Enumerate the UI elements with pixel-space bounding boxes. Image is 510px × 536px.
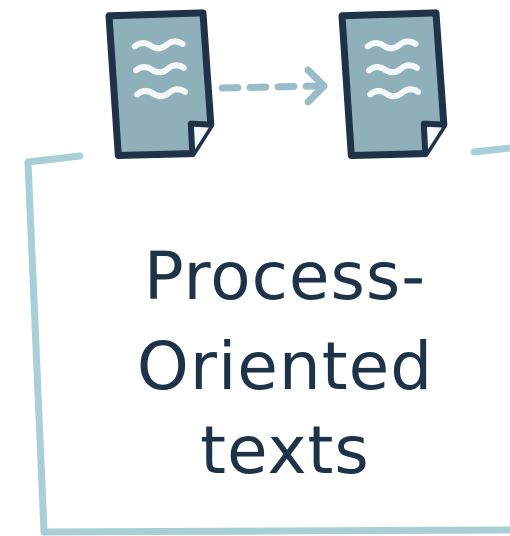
dashed-arrow-icon [218, 66, 328, 106]
frame [24, 144, 510, 536]
frame-right-top-edge [470, 144, 510, 156]
title-line-2: Oriented [136, 328, 434, 405]
document-icon [338, 9, 448, 159]
title-line-1: Process- [143, 238, 427, 315]
frame-left-top-edge [24, 152, 84, 536]
frame-bottom-edge [40, 526, 510, 536]
document-icon [105, 9, 215, 159]
text-lines [364, 38, 422, 100]
text-lines [131, 38, 189, 100]
title-line-3: texts [200, 412, 370, 489]
